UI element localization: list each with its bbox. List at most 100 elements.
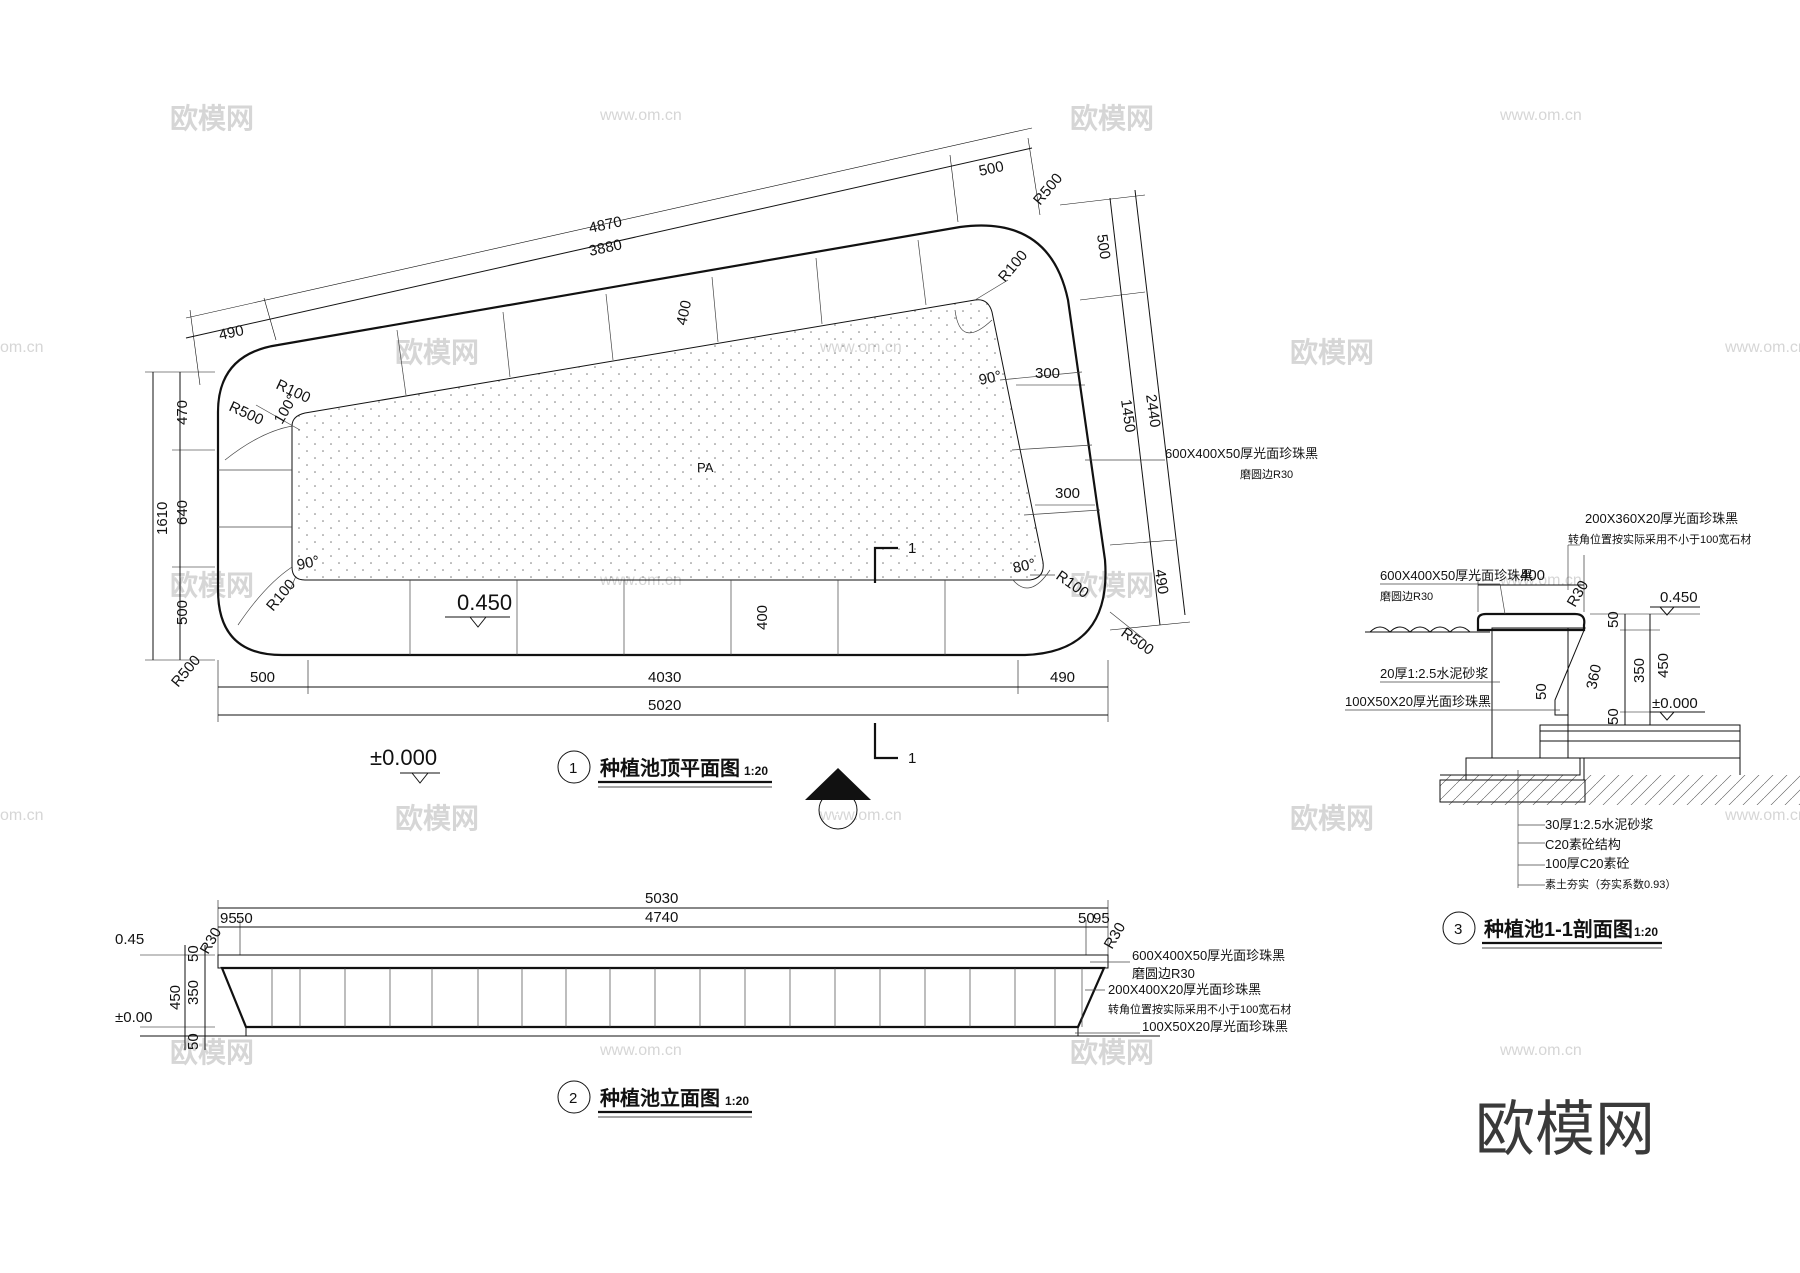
elevation-body bbox=[220, 966, 1106, 1029]
section-dim-450: 450 bbox=[1655, 653, 1672, 678]
watermark-url: www.om.cn bbox=[819, 807, 902, 824]
elevation-dim-5030: 5030 bbox=[645, 890, 678, 907]
plan-title: 种植池顶平面图 bbox=[599, 756, 740, 780]
section-slab bbox=[1539, 740, 1741, 759]
plan-scale: 1:20 bbox=[744, 764, 768, 778]
plan-dim-2440: 2440 bbox=[1142, 393, 1163, 428]
elevation-top-dimensions bbox=[217, 900, 1109, 955]
elevation-cap bbox=[217, 954, 1109, 969]
elevation-scale: 1:20 bbox=[725, 1094, 749, 1108]
elevation-dim-450: 450 bbox=[167, 985, 184, 1010]
plan-inner-area bbox=[291, 299, 1044, 581]
section-cut-label-top: 1 bbox=[908, 540, 916, 557]
section-bottom-leaders bbox=[1517, 770, 1545, 888]
section-level-ground-marker bbox=[1650, 711, 1705, 721]
plan-title-block: 1 种植池顶平面图 1:20 bbox=[557, 750, 772, 788]
section-note-bottom-1: 30厚1:2.5水泥砂浆 bbox=[1545, 817, 1653, 832]
section-scale: 1:20 bbox=[1634, 925, 1658, 939]
section-dim-360: 360 bbox=[1583, 663, 1605, 691]
section-note-bottom-2: C20素砼结构 bbox=[1545, 837, 1621, 852]
plan-elevation-marker bbox=[445, 616, 510, 628]
plan-dim-400-bottom: 400 bbox=[754, 605, 771, 630]
plan-angle-label: 80° bbox=[1011, 556, 1037, 577]
elevation-ref-symbol: 2 bbox=[805, 768, 871, 830]
watermark-brand: 欧模网 bbox=[170, 103, 254, 134]
elevation-dim-4740: 4740 bbox=[645, 909, 678, 926]
elevation-note-leaders bbox=[1075, 961, 1140, 1034]
section-note-left-1: 600X400X50厚光面珍珠黑 bbox=[1380, 568, 1533, 583]
plan-dim-4030: 4030 bbox=[648, 669, 681, 686]
plan-radius-leaders bbox=[255, 279, 1146, 641]
radius-label: R500 bbox=[1118, 624, 1157, 658]
section-note-top-2: 转角位置按实际采用不小于100宽石材 bbox=[1568, 532, 1751, 546]
section-level-top: 0.450 bbox=[1660, 589, 1698, 606]
section-planting-soil bbox=[1369, 626, 1471, 633]
section-cut-mark-bottom bbox=[873, 723, 898, 760]
plan-dim-470: 470 bbox=[174, 400, 191, 425]
plan-dim-490: 490 bbox=[217, 322, 245, 344]
watermark-brand: 欧模网 bbox=[395, 337, 479, 368]
plan-dim-500-bottom: 500 bbox=[250, 669, 275, 686]
elevation-ref-number: 2 bbox=[833, 802, 841, 819]
plan-view: 4870 3880 500 490 400 500 4030 490 5020 … bbox=[145, 127, 1318, 830]
plan-material-label: PA bbox=[697, 460, 714, 475]
plan-dim-300-a: 300 bbox=[1035, 365, 1060, 382]
section-note-left-2: 磨圆边R30 bbox=[1380, 590, 1433, 603]
watermark-url: om.cn bbox=[0, 807, 44, 824]
watermark-brand: 欧模网 bbox=[170, 570, 254, 601]
section-dim-50-top: 50 bbox=[1605, 611, 1622, 628]
section-mortar bbox=[1539, 730, 1741, 742]
elevation-note-1: 600X400X50厚光面珍珠黑 bbox=[1132, 948, 1285, 963]
watermark-brand: 欧模网 bbox=[395, 803, 479, 834]
watermark-url: www.om.cn bbox=[1724, 807, 1800, 824]
plan-right-dimensions bbox=[1016, 189, 1191, 631]
elevation-dim-95-right: 95 bbox=[1093, 910, 1110, 927]
plan-dim-4870: 4870 bbox=[587, 213, 623, 237]
plan-stone-joints bbox=[218, 239, 1101, 655]
section-paving bbox=[1539, 724, 1741, 732]
section-dimensions bbox=[1477, 555, 1700, 726]
plan-note-line2: 磨圆边R30 bbox=[1240, 468, 1293, 481]
plan-top-dimensions bbox=[185, 127, 1041, 386]
watermark-brand: 欧模网 bbox=[1070, 1037, 1154, 1068]
watermark-brand: 欧模网 bbox=[1070, 103, 1154, 134]
plan-left-dimensions bbox=[145, 371, 215, 661]
section-note-top-1: 200X360X20厚光面珍珠黑 bbox=[1585, 511, 1738, 526]
plan-dim-640: 640 bbox=[174, 500, 191, 525]
watermark-url: om.cn bbox=[0, 339, 44, 356]
elevation-left-dimensions bbox=[140, 945, 215, 1050]
section-note-left-4: 100X50X20厚光面珍珠黑 bbox=[1345, 694, 1491, 709]
elevation-note-4: 转角位置按实际采用不小于100宽石材 bbox=[1108, 1002, 1291, 1016]
plan-elevation-ground: ±0.000 bbox=[370, 745, 437, 770]
plan-angle-label: 90° bbox=[295, 553, 321, 574]
elevation-view: 5030 4740 95 50 50 95 R30 R30 0.45 ±0.00… bbox=[115, 890, 1291, 1118]
elevation-stone-joints bbox=[271, 968, 1083, 1027]
section-wall bbox=[1491, 627, 1569, 759]
elevation-dim-50-left: 50 bbox=[236, 910, 253, 927]
section-dim-50-bottom: 50 bbox=[1605, 708, 1622, 725]
elevation-dim-50-top: 50 bbox=[185, 945, 202, 962]
section-foundation-outline bbox=[1440, 757, 1741, 776]
watermark-brand: 欧模网 bbox=[1290, 337, 1374, 368]
watermark-url: www.om.cn bbox=[599, 1042, 682, 1059]
plan-dim-490-bottom: 490 bbox=[1050, 669, 1075, 686]
section-dim-400: 400 bbox=[1520, 567, 1545, 584]
watermark-url: www.om.cn bbox=[1724, 339, 1800, 356]
brand-logo: 欧模网 bbox=[1475, 1095, 1655, 1165]
section-note-bottom-4: 素土夯实（夯实系数0.93） bbox=[1545, 877, 1676, 891]
elevation-note-2: 磨圆边R30 bbox=[1132, 966, 1195, 981]
plan-corner-arcs bbox=[224, 309, 1051, 626]
section-cut-mark-top bbox=[873, 546, 898, 583]
section-dim-50-mid: 50 bbox=[1533, 683, 1550, 700]
elevation-title-block: 2 种植池立面图 1:20 bbox=[557, 1080, 752, 1118]
plan-ground-marker bbox=[400, 772, 440, 784]
watermark-url: www.om.cn bbox=[1499, 107, 1582, 124]
plan-dim-490-right: 490 bbox=[1151, 568, 1171, 595]
plan-title-number: 1 bbox=[569, 760, 577, 777]
section-note-left-3: 20厚1:2.5水泥砂浆 bbox=[1380, 666, 1488, 681]
elevation-dim-95-left: 95 bbox=[220, 910, 237, 927]
section-view: 400 R30 50 360 50 350 450 50 0.450 ±0.00… bbox=[1345, 511, 1800, 949]
plan-dim-5020: 5020 bbox=[648, 697, 681, 714]
section-face bbox=[1554, 627, 1586, 716]
